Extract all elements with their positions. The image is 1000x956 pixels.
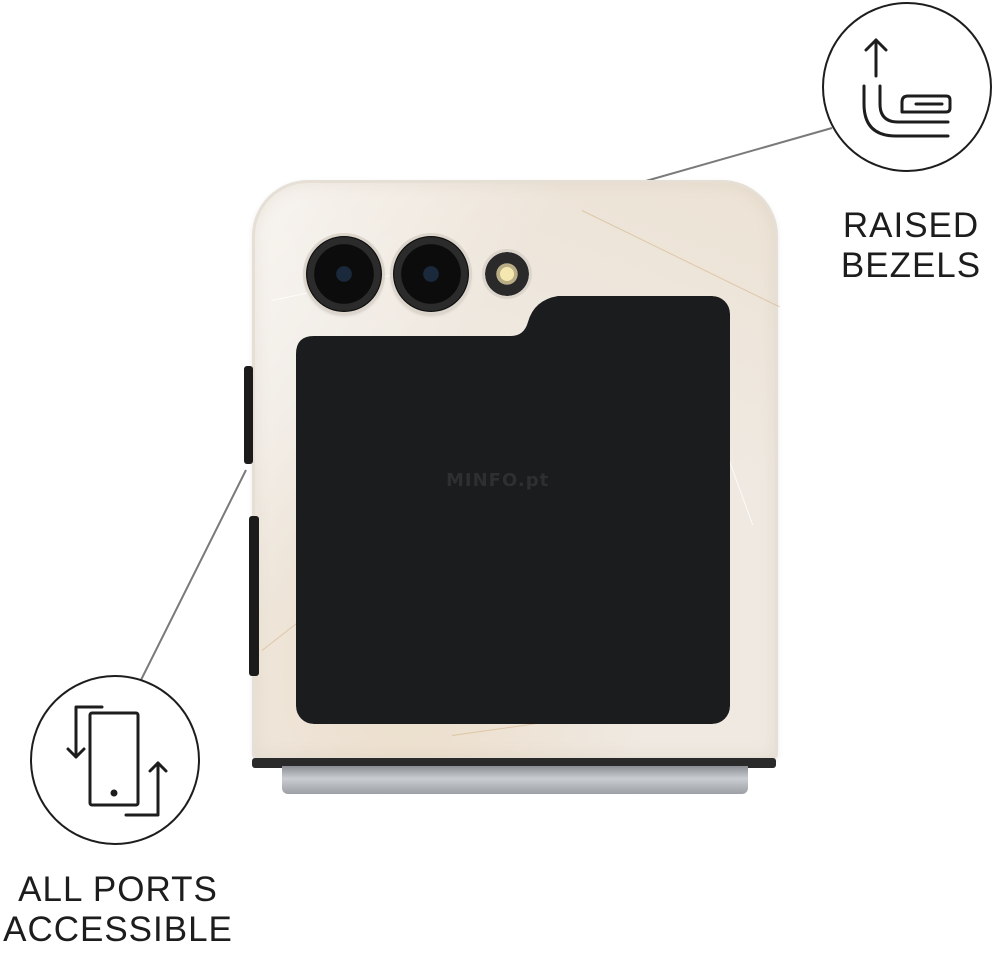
all-ports-label-line1: ALL PORTS	[18, 870, 218, 909]
cover-screen	[296, 296, 730, 724]
camera-flash	[485, 252, 529, 296]
all-ports-label-line2: ACCESSIBLE	[3, 910, 233, 949]
watermark: MINFO.pt	[446, 470, 550, 491]
hinge	[282, 766, 748, 794]
camera-lens-left	[306, 236, 382, 312]
phone-ports-icon	[66, 705, 168, 817]
raised-bezels-label-line1: RAISED	[842, 206, 980, 245]
side-button	[249, 516, 259, 676]
ports-leader-line	[139, 469, 247, 683]
ports-icon-badge	[30, 675, 200, 845]
raised-bezels-label: RAISED BEZELS	[826, 206, 996, 286]
raised-bezel-icon-badge	[822, 2, 992, 172]
volume-button	[244, 366, 253, 464]
raised-bezel-icon	[862, 38, 952, 138]
all-ports-label: ALL PORTS ACCESSIBLE	[0, 870, 236, 950]
camera-lens-right	[393, 236, 469, 312]
raised-bezels-label-line2: BEZELS	[840, 246, 982, 285]
hinge-edge	[252, 758, 776, 768]
